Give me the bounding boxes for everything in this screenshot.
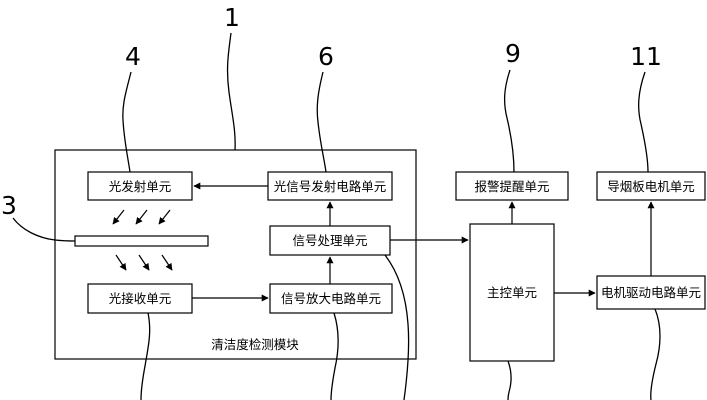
ref-numeral-9: 9 xyxy=(505,39,521,68)
main-control-unit-box xyxy=(469,223,555,362)
glass-plate xyxy=(74,235,209,247)
ref-numeral-3: 3 xyxy=(1,191,17,220)
leader-line-3 xyxy=(12,217,76,242)
light-receive-unit-box xyxy=(87,283,193,314)
cleanliness-module-label: 清洁度检测模块 xyxy=(211,337,299,352)
leader-line-receive xyxy=(140,312,151,400)
leader-line-motor-drive xyxy=(650,308,661,400)
alarm-unit-box xyxy=(455,171,569,201)
leader-line-9 xyxy=(503,69,515,173)
alarm-unit-label: 报警提醒单元 xyxy=(474,179,549,194)
light-signal-emit-circuit-box xyxy=(267,171,393,201)
leader-line-main xyxy=(507,360,512,400)
light-ray-arrow xyxy=(138,254,150,271)
ref-numeral-1: 1 xyxy=(224,3,240,32)
motor-drive-circuit-box xyxy=(596,275,706,310)
leader-line-11 xyxy=(638,71,649,173)
signal-amp-circuit-box xyxy=(269,283,393,314)
motor-drive-circuit-label: 电机驱动电路单元 xyxy=(601,285,701,300)
connections xyxy=(192,182,655,302)
ref-numeral-6: 6 xyxy=(318,42,334,71)
leader-lines xyxy=(12,32,661,400)
damper-motor-unit-box xyxy=(596,171,706,201)
leader-line-4 xyxy=(122,71,132,173)
leader-line-processing xyxy=(384,254,410,400)
light-emit-unit-label: 光发射单元 xyxy=(109,179,172,194)
light-emit-unit-box xyxy=(87,171,193,201)
light-receive-unit-label: 光接收单元 xyxy=(109,291,172,306)
leader-line-6 xyxy=(316,71,327,173)
signal-amp-circuit-label: 信号放大电路单元 xyxy=(281,291,381,306)
ref-numeral-4: 4 xyxy=(125,42,141,71)
main-control-unit-label: 主控单元 xyxy=(487,285,537,300)
light-ray-arrow xyxy=(161,254,173,271)
leader-line-amp xyxy=(330,312,339,400)
incident-light-arrows xyxy=(112,209,171,225)
damper-motor-unit-label: 导烟板电机单元 xyxy=(607,179,695,194)
ref-numeral-11: 11 xyxy=(630,42,662,71)
signal-processing-unit-label: 信号处理单元 xyxy=(292,233,367,248)
light-signal-emit-circuit-label: 光信号发射电路单元 xyxy=(274,179,387,194)
light-ray-arrow xyxy=(112,209,125,225)
light-ray-arrow xyxy=(115,254,127,271)
leader-line-1 xyxy=(226,32,236,151)
light-ray-arrow xyxy=(135,209,148,225)
transmitted-light-arrows xyxy=(115,254,173,271)
light-ray-arrow xyxy=(158,209,171,225)
